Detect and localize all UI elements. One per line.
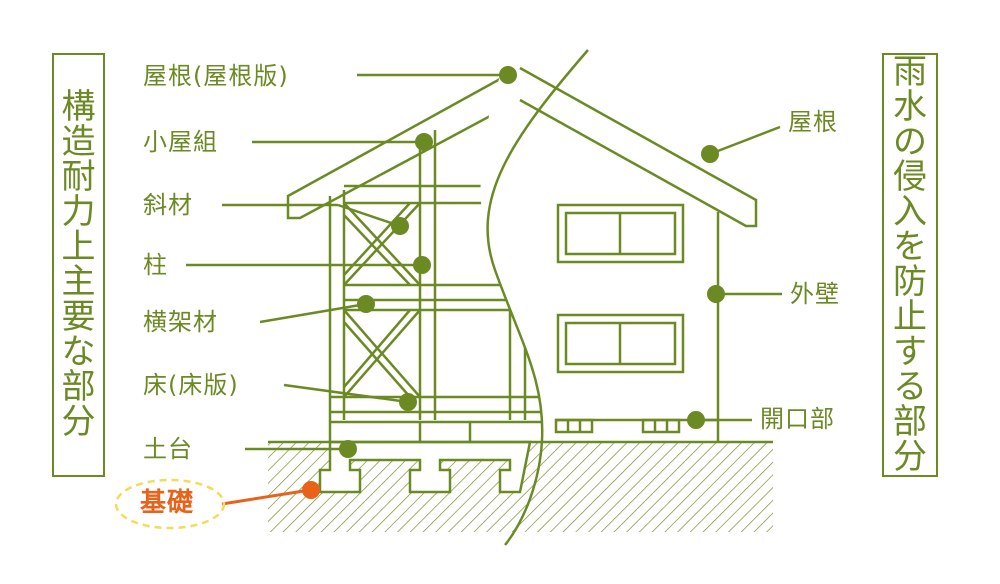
box-char: 入 [893,192,927,232]
cutaway-curve [486,49,589,546]
label-column: 柱 [143,251,168,279]
box-char: 部 [893,402,927,442]
box-char: 分 [61,402,96,442]
box-char: 上 [61,227,96,267]
box-char: の [893,122,927,162]
box-char: 部 [61,367,96,407]
box-char: 主 [61,262,96,302]
label-foundation: 基礎 [140,488,195,518]
box-char: 構 [61,87,96,127]
box-char: 防 [893,262,927,302]
box-char: 分 [893,437,927,477]
structure-skeleton [286,66,543,442]
label-horizontal-member: 横架材 [143,308,218,336]
kiso-highlight-ring [114,478,226,530]
label-roof: 屋根 [788,108,838,136]
label-roof-panel: 屋根(屋根版) [143,62,289,90]
label-exterior-wall: 外壁 [790,280,840,308]
structural-parts-box: 構造耐力上主要な部分 [52,53,105,477]
box-char: 造 [61,122,96,162]
box-char: 侵 [893,157,927,197]
leader-lines [186,73,782,451]
box-char: 耐 [61,157,96,197]
foundation [318,440,532,494]
label-floor-panel: 床(床版) [143,371,239,399]
rainwater-prevention-box: 雨水の侵入を防止する部分 [882,53,938,477]
box-char: 要 [61,297,96,337]
box-char: す [893,332,927,372]
box-char: 雨 [893,52,927,92]
box-char: 力 [61,192,96,232]
kiso-dot [302,481,320,499]
kiso-leader-line [221,488,311,506]
label-roof-truss: 小屋組 [143,128,218,156]
label-diagonal-brace: 斜材 [143,191,193,219]
box-char: 止 [893,297,927,337]
label-openings: 開口部 [760,405,835,433]
box-char: な [61,332,96,372]
box-char: 水 [893,87,927,127]
label-sill: 土台 [143,435,193,463]
box-char: る [893,367,927,407]
box-char: を [893,227,927,267]
label-dots [339,66,725,458]
